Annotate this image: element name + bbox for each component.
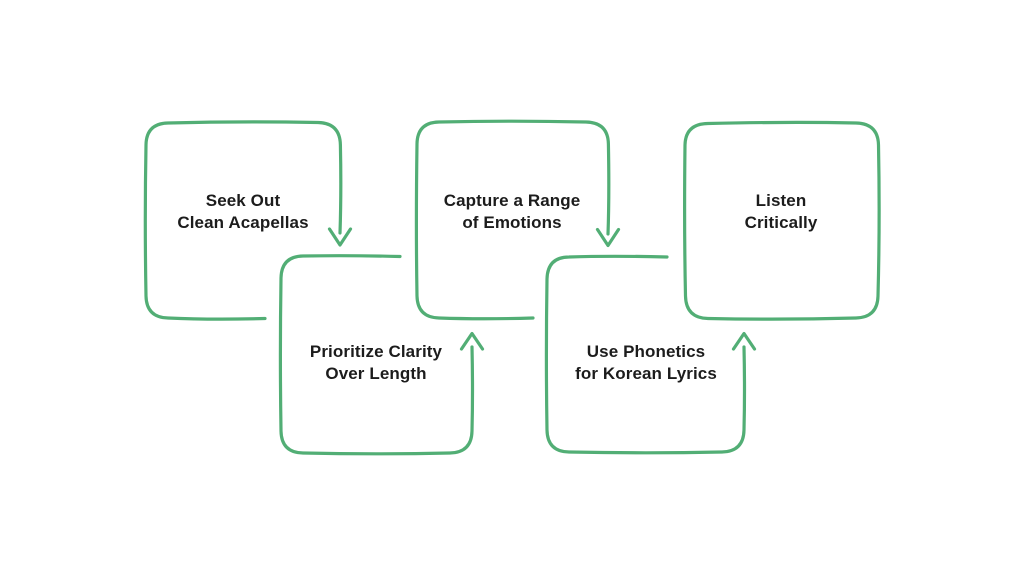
step-5-box-outline	[683, 120, 881, 321]
step-4-label: Use Phonetics for Korean Lyrics	[536, 341, 756, 385]
step-5-label: Listen Critically	[671, 190, 891, 234]
step-3-label-line2: of Emotions	[462, 213, 562, 232]
arrow-step1-to-step2-head-icon	[327, 227, 353, 247]
step-2-label: Prioritize Clarity Over Length	[266, 341, 486, 385]
step-3-label-line1: Capture a Range	[443, 191, 581, 210]
step-4-label-line1: Use Phonetics	[586, 342, 706, 361]
step-5-label-line1: Listen	[755, 191, 807, 210]
step-3-box-outline	[414, 119, 611, 321]
arrow-step4-to-step5-head-icon	[731, 331, 757, 351]
step-2-box-outline	[278, 254, 475, 456]
step-5-label-line2: Critically	[744, 213, 818, 232]
step-4-box-outline	[544, 254, 747, 455]
step-2-label-line1: Prioritize Clarity	[309, 342, 443, 361]
step-1-label: Seek Out Clean Acapellas	[133, 190, 353, 234]
step-3-label: Capture a Range of Emotions	[402, 190, 622, 234]
arrow-step2-to-step3-head-icon	[459, 331, 485, 351]
step-2-label-line2: Over Length	[325, 364, 427, 383]
step-4-label-line2: for Korean Lyrics	[575, 364, 717, 383]
step-1-label-line1: Seek Out	[205, 191, 281, 210]
step-1-box-outline	[143, 120, 343, 321]
arrow-step3-to-step4-head-icon	[595, 227, 621, 248]
step-1-label-line2: Clean Acapellas	[177, 213, 309, 232]
